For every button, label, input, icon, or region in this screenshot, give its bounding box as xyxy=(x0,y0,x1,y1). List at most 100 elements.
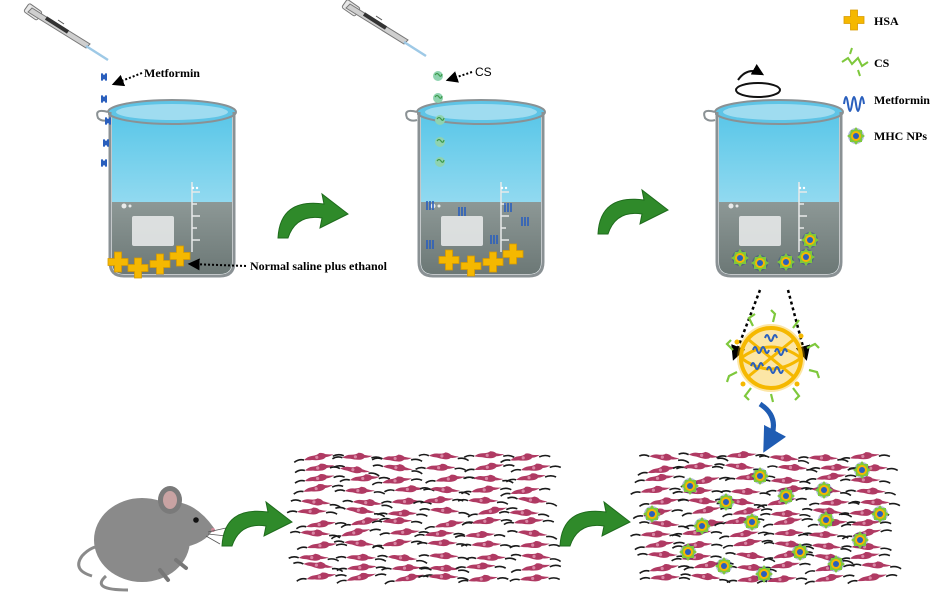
tissue-cell xyxy=(759,508,812,519)
tissue-cell xyxy=(287,551,340,563)
tissue-cell xyxy=(371,459,424,476)
tissue-nanoparticle xyxy=(743,513,761,531)
tissue-cell xyxy=(766,460,819,474)
tissue-nanoparticle xyxy=(815,481,833,499)
tissue-cell xyxy=(328,461,381,478)
nanoparticle-detail xyxy=(725,309,821,403)
tissue-cell xyxy=(510,548,563,564)
tissue-cell xyxy=(809,462,861,472)
tissue-cell xyxy=(803,569,856,587)
tissue-cell xyxy=(414,462,467,472)
tissue-cell xyxy=(672,461,724,471)
tissue-cell xyxy=(638,560,691,576)
tissue-cell xyxy=(838,548,891,563)
tissue-cell xyxy=(423,516,476,532)
tissue-cell xyxy=(295,569,348,583)
solvent-pointer xyxy=(187,258,247,271)
process-arrow-2 xyxy=(597,189,669,235)
pipette-metformin xyxy=(21,1,110,63)
tissue-cell xyxy=(376,549,429,566)
solvent-label: Normal saline plus ethanol xyxy=(250,259,388,273)
beaker-3 xyxy=(702,98,845,278)
hsa-cross-icon xyxy=(843,9,865,31)
tissue-cell xyxy=(638,449,691,465)
tissue-nanoparticle xyxy=(717,493,735,511)
tissue-cell xyxy=(295,517,348,531)
chitosan-strand-icon xyxy=(841,47,869,77)
tissue-cell xyxy=(371,516,423,526)
tissue-cell xyxy=(797,529,850,540)
zoom-line-left xyxy=(731,289,762,361)
tissue-cell xyxy=(508,572,561,584)
legend-cs: CS xyxy=(841,47,890,77)
tissue-cell xyxy=(849,496,902,508)
tissue-cell xyxy=(724,547,777,564)
tissue-cell xyxy=(333,535,386,551)
tissue-cell xyxy=(333,484,386,496)
tissue-cell xyxy=(293,470,346,485)
tissue-cell xyxy=(416,537,469,548)
tissue-cell xyxy=(370,473,423,487)
tissue-cell xyxy=(633,536,686,552)
tissue-cell xyxy=(286,505,339,516)
tissue-cell xyxy=(454,561,507,571)
tissue-cell xyxy=(466,502,519,519)
tissue-cell xyxy=(465,552,517,562)
tissue-cell xyxy=(506,525,559,542)
tissue-cell xyxy=(457,494,510,507)
tissue-cell xyxy=(383,569,436,586)
tissue-cell xyxy=(335,551,388,564)
tissue-nanoparticle xyxy=(715,557,733,575)
nanoparticle-icon xyxy=(847,127,865,145)
tissue-cell xyxy=(715,449,768,460)
tissue-cell xyxy=(844,484,897,497)
tissue-cell xyxy=(380,496,433,506)
pipette-cs xyxy=(339,0,428,59)
cs-label: CS xyxy=(475,65,492,79)
tissue-cell xyxy=(335,561,388,573)
metformin-wave-icon xyxy=(843,96,865,112)
tissue-cell xyxy=(335,568,388,586)
tissue-cell xyxy=(671,539,724,550)
tissue-cell xyxy=(504,470,557,484)
svg-text:CS: CS xyxy=(874,56,890,70)
tissue-cell xyxy=(292,479,345,496)
tissue-cell xyxy=(850,558,903,571)
tissue-cell xyxy=(417,549,470,562)
process-arrow-4 xyxy=(559,501,631,547)
tissue-cell xyxy=(717,526,770,541)
tissue-cell xyxy=(629,529,682,539)
metformin-label: Metformin xyxy=(144,66,200,80)
tissue-cell xyxy=(463,450,516,460)
tissue-cell xyxy=(418,561,471,575)
mouse-illustration xyxy=(77,486,227,592)
tissue-untreated xyxy=(286,448,563,586)
svg-text:Metformin: Metformin xyxy=(874,93,930,107)
tissue-cell xyxy=(460,539,513,549)
tissue-cell xyxy=(499,449,552,465)
delivery-arrow xyxy=(758,401,787,453)
tissue-cell xyxy=(462,471,515,485)
tissue-cell xyxy=(846,569,899,586)
beaker-2 xyxy=(404,98,547,278)
tissue-nanoparticle xyxy=(643,505,661,523)
tissue-nanoparticle xyxy=(871,505,889,523)
legend-hsa: HSA xyxy=(843,9,899,31)
legend: HSA CS Metformin MHC NPs xyxy=(841,9,930,145)
tissue-cell xyxy=(463,459,516,474)
tissue-cell xyxy=(460,482,513,496)
tissue-cell xyxy=(289,494,343,510)
legend-metformin: Metformin xyxy=(843,93,930,112)
tissue-cell xyxy=(508,539,561,550)
svg-text:MHC NPs: MHC NPs xyxy=(874,129,927,143)
svg-text:HSA: HSA xyxy=(874,14,899,28)
tissue-cell xyxy=(637,494,691,509)
stirring-rotation-icon xyxy=(735,64,781,98)
tissue-cell xyxy=(329,523,382,541)
process-arrow-1 xyxy=(277,193,349,239)
tissue-cell xyxy=(838,449,891,462)
cs-pointer xyxy=(445,71,473,83)
legend-mhc-nps: MHC NPs xyxy=(847,127,927,145)
tissue-cell xyxy=(499,482,552,498)
